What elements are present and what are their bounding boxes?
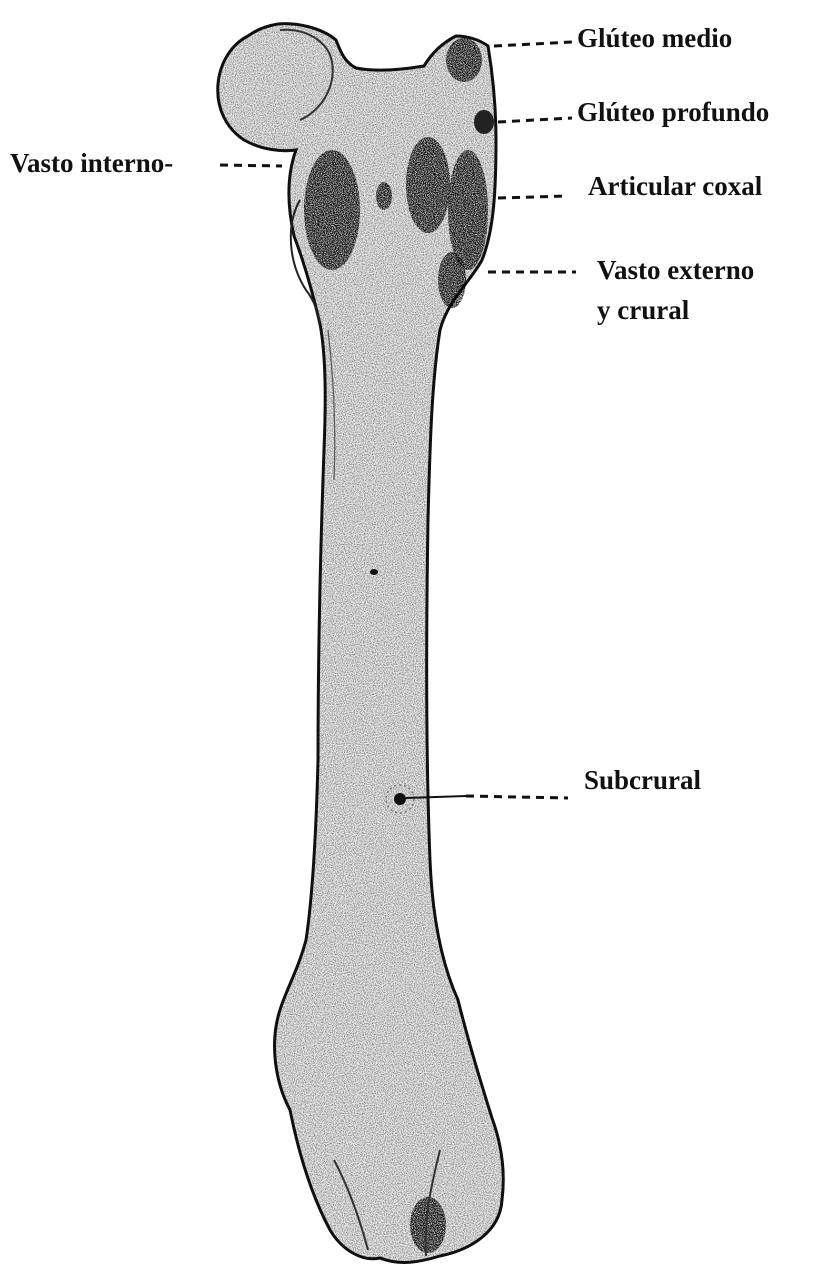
leader-gluteo-profundo <box>498 118 572 122</box>
nutrient-foramen <box>370 569 378 575</box>
label-vasto-externo-line1: Vasto externo <box>597 254 754 286</box>
label-gluteo-medio: Glúteo medio <box>577 22 732 54</box>
femur-bone <box>218 24 504 1263</box>
label-gluteo-profundo: Glúteo profundo <box>577 96 769 128</box>
label-subcrural: Subcrural <box>584 764 701 796</box>
leader-subcrural <box>466 796 568 798</box>
label-vasto-interno: Vasto interno- <box>10 147 173 179</box>
label-vasto-externo-line2: y crural <box>597 294 689 326</box>
leader-articular-coxal <box>498 196 568 198</box>
leader-vasto-interno <box>220 165 282 166</box>
leader-gluteo-medio <box>494 42 572 46</box>
label-articular-coxal: Articular coxal <box>588 170 762 202</box>
